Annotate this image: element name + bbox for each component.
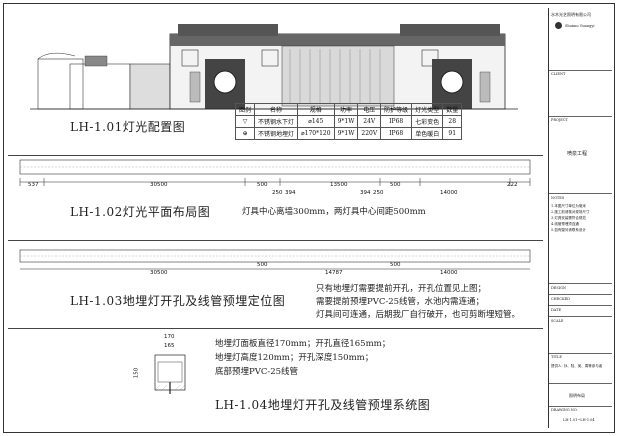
dimension-label: 250 xyxy=(373,190,384,196)
dimension-label: 500 xyxy=(390,262,401,268)
table-row: ▽ 不锈钢水下灯 ⌀145 9*1W 24V IP68 七彩变色 28 xyxy=(234,115,463,128)
dimension-label: 394 xyxy=(360,190,371,196)
title-label: TITLE xyxy=(551,355,562,359)
dimension-label: 14000 xyxy=(440,270,458,276)
title-block-divider xyxy=(549,353,612,354)
table-cell: 24V xyxy=(357,115,382,128)
table-cell: 91 xyxy=(442,127,463,140)
dimension-label: 500 xyxy=(257,182,268,188)
table-header: 功率 xyxy=(333,103,359,116)
sheet-title: 照明布局 xyxy=(569,393,585,398)
table-cell: 不锈钢水下灯 xyxy=(254,115,299,128)
dimension-label: 170 xyxy=(164,334,175,340)
plan-note: 灯具中心离墙300mm，两灯具中心间距500mm xyxy=(242,207,426,217)
dimension-label: 150 xyxy=(133,367,140,379)
title-block-note: 3.灯具安装需符合规范 xyxy=(551,216,586,220)
title-block: 水木光艺照明有限公司 Shuimu Guangyi CLIENT PROJECT… xyxy=(548,8,612,428)
title-block-divider xyxy=(549,116,612,117)
table-cell: 9*1W xyxy=(333,115,359,128)
table-cell: 单色暖白 xyxy=(411,127,444,140)
title-block-divider xyxy=(549,383,612,384)
dimension-label: 500 xyxy=(390,182,401,188)
title-block-divider xyxy=(549,283,612,284)
title-block-divider xyxy=(549,70,612,71)
project-name: 喷泉工程 xyxy=(567,151,588,157)
table-cell: 七彩变色 xyxy=(411,115,444,128)
company-english: Shuimu Guangyi xyxy=(565,24,595,28)
drawing-no: LH-1.01~LH-1.04 xyxy=(563,418,595,422)
design-label: DESIGN xyxy=(551,286,566,290)
system-note-line: 底部预埋PVC-25线管 xyxy=(215,367,299,377)
title-block-note: 4.线管预埋须连通 xyxy=(551,222,579,226)
table-header: 图例 xyxy=(234,103,256,116)
table-cell: IP68 xyxy=(380,127,413,140)
dimension-label: 165 xyxy=(164,343,175,349)
table-cell: 9*1W xyxy=(333,127,359,140)
dimension-label: 14000 xyxy=(440,190,458,196)
dimension-label: 537 xyxy=(28,182,39,188)
client-label: CLIENT xyxy=(551,72,566,76)
table-cell: 220V xyxy=(357,127,382,140)
table-header: 灯光类型 xyxy=(411,103,444,116)
table-cell: 28 xyxy=(442,115,463,128)
dimension-label: 394 xyxy=(285,190,296,196)
dimension-label: 30500 xyxy=(150,270,168,276)
table-header: 名称 xyxy=(254,103,299,116)
dimension-label: 500 xyxy=(257,262,268,268)
title-block-note: 2.施工前请核对现场尺寸 xyxy=(551,210,590,214)
table-cell: 不锈钢地埋灯 xyxy=(254,127,299,140)
system-note-line: 地埋灯高度120mm；开孔深度150mm； xyxy=(215,353,374,363)
footer-note: 提供人: 孙、陆、吴、周等参与者 xyxy=(551,364,603,368)
table-header: 数量 xyxy=(442,103,463,116)
table-cell: IP68 xyxy=(380,115,413,128)
title-block-note: 1.本图尺寸单位为毫米 xyxy=(551,204,586,208)
pipe-note-line: 只有地埋灯需要提前开孔，开孔位置见上图； xyxy=(316,284,487,294)
building-elevation xyxy=(30,24,518,110)
fixture-table: 图例 名称 规格 功率 电压 防护等级 灯光类型 数量 ▽ 不锈钢水下灯 ⌀14… xyxy=(234,103,463,140)
drawing-title-3: LH-1.03地埋灯开孔及线管预埋定位图 xyxy=(70,294,286,308)
drawing-sheet xyxy=(3,3,615,433)
dimension-label: 14787 xyxy=(325,270,343,276)
drawing-no-label: DRAWING NO. xyxy=(551,408,578,412)
notes-label: NOTES xyxy=(551,196,565,200)
scale-label: SCALE xyxy=(551,319,564,323)
legend-symbol: ▽ xyxy=(234,115,256,128)
table-header: 电压 xyxy=(357,103,382,116)
title-block-note: 5.如有疑问请联系设计 xyxy=(551,228,586,232)
panel-divider xyxy=(8,240,543,241)
checked-label: CHECKED xyxy=(551,297,570,301)
title-block-divider xyxy=(549,316,612,317)
pipe-note-line: 需要提前预埋PVC-25线管，水池内需连通； xyxy=(316,297,485,307)
date-label: DATE xyxy=(551,308,562,312)
drawing-title-2: LH-1.02灯光平面布局图 xyxy=(70,205,211,219)
panel-divider xyxy=(8,155,543,156)
fixture-detail-section xyxy=(154,354,186,394)
table-cell: ⌀170*120 xyxy=(297,127,335,140)
legend-symbol: ⊕ xyxy=(234,127,256,140)
company-logo xyxy=(555,22,562,29)
title-block-divider xyxy=(549,406,612,407)
pipe-plan-strip xyxy=(19,249,531,270)
table-cell: ⌀145 xyxy=(297,115,335,128)
drawing-title-4: LH-1.04地埋灯开孔及线管预埋系统图 xyxy=(215,398,431,412)
title-block-divider xyxy=(549,305,612,306)
lighting-plan-strip xyxy=(19,159,531,186)
panel-divider xyxy=(8,328,543,329)
table-header-row: 图例 名称 规格 功率 电压 防护等级 灯光类型 数量 xyxy=(234,103,463,116)
table-header: 规格 xyxy=(297,103,335,116)
drawing-title-1: LH-1.01灯光配置图 xyxy=(70,120,186,134)
dimension-label: 250 xyxy=(272,190,283,196)
dimension-label: 222 xyxy=(507,182,518,188)
project-label: PROJECT xyxy=(551,118,568,122)
dimension-label: 30500 xyxy=(150,182,168,188)
table-header: 防护等级 xyxy=(380,103,413,116)
pipe-note-line: 灯具间可连通，后期我厂自行破开，也可剪断埋短管。 xyxy=(316,310,521,320)
title-block-divider xyxy=(549,193,612,194)
company-name: 水木光艺照明有限公司 xyxy=(551,12,591,17)
table-row: ⊕ 不锈钢地埋灯 ⌀170*120 9*1W 220V IP68 单色暖白 91 xyxy=(234,127,463,140)
title-block-divider xyxy=(549,294,612,295)
system-note-line: 地埋灯面板直径170mm；开孔直径165mm； xyxy=(215,339,391,349)
dimension-label: 13500 xyxy=(330,182,348,188)
